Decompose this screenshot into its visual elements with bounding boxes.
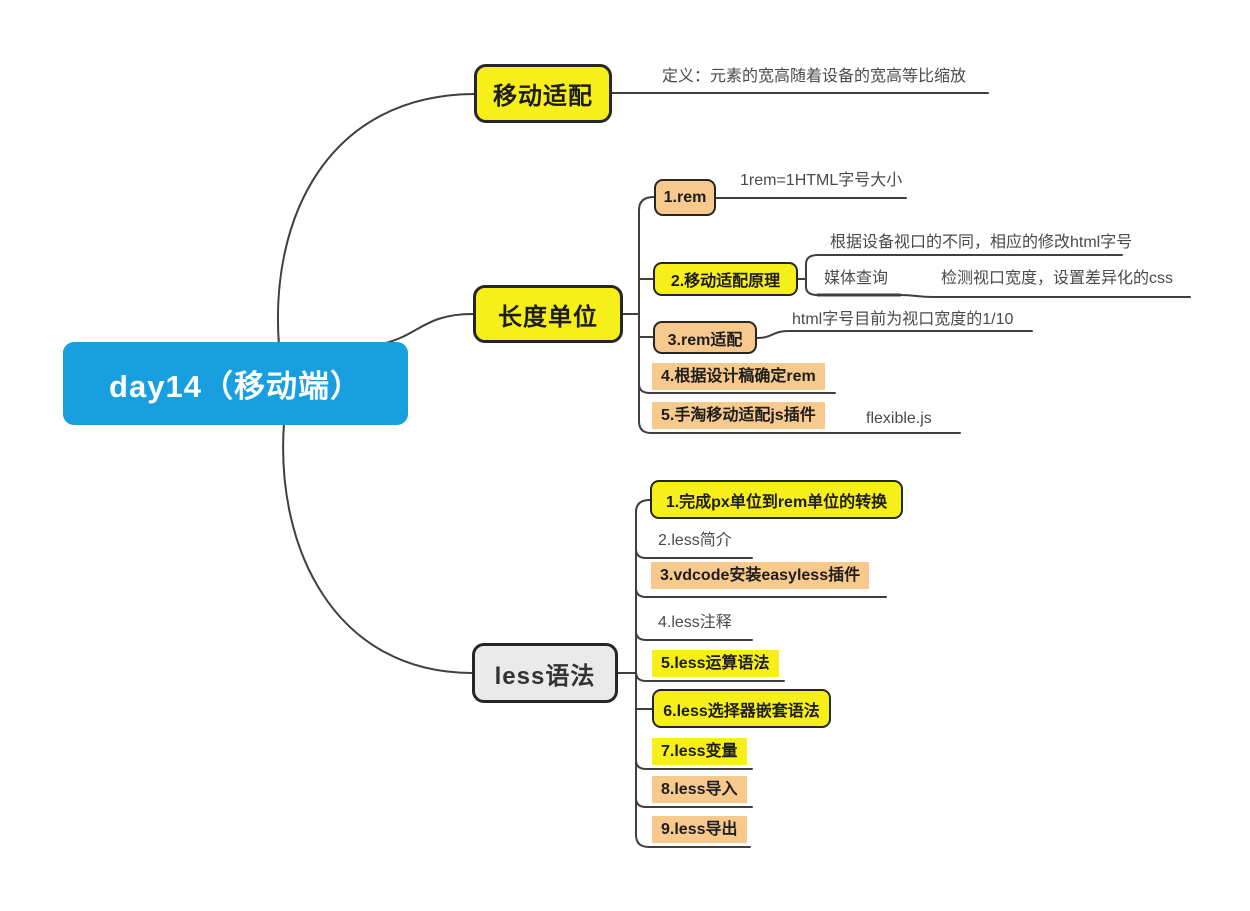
- branch-curve-less-syntax: [282, 422, 473, 674]
- subtopic-definition[interactable]: 定义：元素的宽高随着设备的宽高等比缩放: [662, 68, 967, 85]
- subtopic-rem-adaptation[interactable]: 3.rem适配: [653, 321, 757, 354]
- branch-line: [635, 671, 785, 682]
- branch-line: [638, 383, 836, 394]
- topic-length-units[interactable]: 长度单位: [473, 285, 623, 343]
- topic-less-syntax[interactable]: less语法: [472, 643, 618, 703]
- subtopic-less-nesting[interactable]: 6.less选择器嵌套语法: [652, 689, 831, 728]
- topic-mobile-adaptation[interactable]: 移动适配: [474, 64, 612, 123]
- branch-line: [635, 759, 753, 770]
- branch-line: [756, 330, 1033, 339]
- branch-line: [635, 499, 651, 848]
- subtopic-less-operations[interactable]: 5.less运算语法: [652, 650, 779, 677]
- branch-curve-length-units: [381, 313, 474, 345]
- branch-line: [805, 254, 819, 296]
- subtopic-less-export[interactable]: 9.less导出: [652, 816, 747, 843]
- subtopic-less-px-to-rem[interactable]: 1.完成px单位到rem单位的转换: [650, 480, 903, 519]
- subtopic-principle-note[interactable]: 根据设备视口的不同，相应的修改html字号: [830, 234, 1133, 251]
- subtopic-media-query[interactable]: 媒体查询: [824, 270, 889, 287]
- subtopic-less-intro[interactable]: 2.less简介: [658, 532, 732, 549]
- branch-line: [638, 196, 655, 434]
- subtopic-flexible-plugin[interactable]: 5.手淘移动适配js插件: [652, 402, 825, 429]
- branch-line: [899, 294, 1191, 298]
- branch-line: [635, 587, 887, 598]
- subtopic-rem-adaptation-note[interactable]: html字号目前为视口宽度的1/10: [792, 311, 1014, 328]
- branch-line: [635, 630, 753, 641]
- central-topic[interactable]: day14（移动端）: [63, 342, 408, 425]
- subtopic-less-import[interactable]: 8.less导入: [652, 776, 747, 803]
- branch-curve-mobile-adaptation: [277, 93, 475, 347]
- subtopic-design-draft-rem[interactable]: 4.根据设计稿确定rem: [652, 363, 825, 390]
- subtopic-rem[interactable]: 1.rem: [654, 179, 716, 216]
- branch-line: [635, 797, 753, 808]
- subtopic-less-easyless-plugin[interactable]: 3.vdcode安装easyless插件: [651, 562, 870, 589]
- branch-line: [635, 548, 753, 559]
- subtopic-flexible-js[interactable]: flexible.js: [866, 410, 932, 427]
- subtopic-less-variables[interactable]: 7.less变量: [652, 738, 747, 765]
- subtopic-adaptation-principle[interactable]: 2.移动适配原理: [653, 262, 798, 296]
- subtopic-less-comments[interactable]: 4.less注释: [658, 614, 732, 631]
- subtopic-media-query-note[interactable]: 检测视口宽度，设置差异化的css: [941, 270, 1174, 287]
- subtopic-rem-note[interactable]: 1rem=1HTML字号大小: [740, 172, 903, 189]
